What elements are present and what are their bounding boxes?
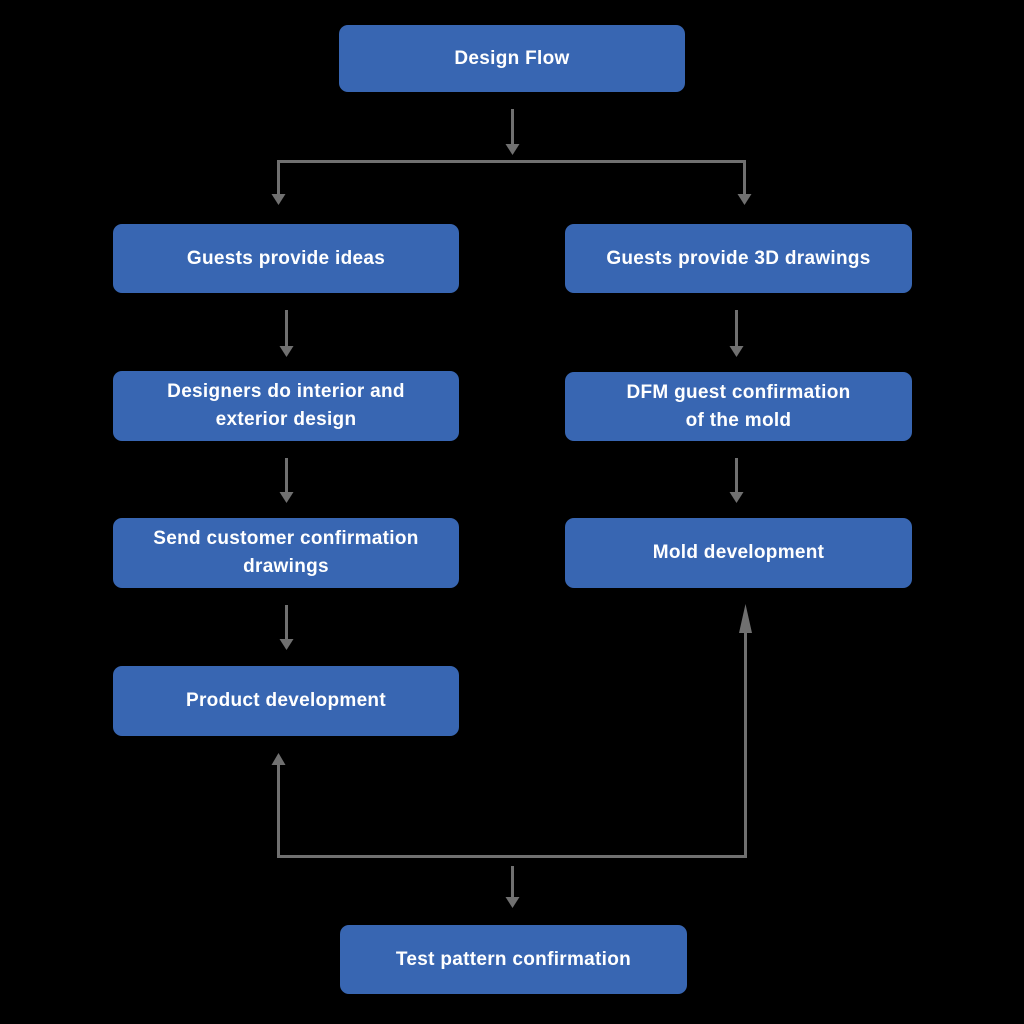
edge-designers-to-send-drawings xyxy=(279,458,294,503)
node-label: Mold development xyxy=(652,542,825,563)
edge-junction-to-mold-dev xyxy=(739,604,752,858)
node-mold-development: Mold development xyxy=(565,518,912,588)
node-design-flow: Design Flow xyxy=(339,25,685,92)
edge-dfm-to-mold-dev xyxy=(729,458,744,503)
node-product-development: Product development xyxy=(113,666,459,736)
node-label: Design Flow xyxy=(454,47,570,69)
node-guests-provide-3d-drawings: Guests provide 3D drawings xyxy=(565,224,912,293)
arrowhead-down xyxy=(505,897,520,908)
edge-guests-ideas-to-designers xyxy=(279,310,294,357)
node-label: Product development xyxy=(186,690,386,711)
arrowhead-down xyxy=(729,492,744,503)
arrowhead-down xyxy=(279,346,294,357)
node-send-customer-confirmation-drawings: Send customer confirmation drawings xyxy=(113,518,459,588)
node-label: DFM guest confirmation xyxy=(626,381,851,403)
arrowhead-down xyxy=(505,144,520,155)
node-label: Test pattern confirmation xyxy=(395,948,632,970)
node-label: Designers do interior and xyxy=(167,381,405,402)
arrowhead-down xyxy=(737,194,752,205)
edge-design-flow-to-split xyxy=(505,109,520,155)
node-label: exterior design xyxy=(215,409,357,430)
arrowhead-down xyxy=(279,639,294,650)
node-designers-interior-exterior-design: Designers do interior and exterior desig… xyxy=(113,371,459,441)
edge-guests-3d-to-dfm xyxy=(729,310,744,357)
arrowhead-down xyxy=(271,194,286,205)
node-label: Send customer confirmation xyxy=(153,528,419,549)
edge-send-drawings-to-product-dev xyxy=(279,605,294,650)
arrowhead-down xyxy=(279,492,294,503)
edge-split-to-guests-ideas xyxy=(271,160,286,205)
node-label: Guests provide ideas xyxy=(186,247,386,269)
edge-junction-to-test-pattern xyxy=(505,866,520,908)
node-test-pattern-confirmation: Test pattern confirmation xyxy=(340,925,687,994)
edge-split-to-guests-3d xyxy=(737,160,752,205)
node-label: Guests provide 3D drawings xyxy=(606,247,871,269)
edge-junction-to-product-dev xyxy=(271,753,286,858)
arrowhead-down xyxy=(729,346,744,357)
node-dfm-guest-confirmation: DFM guest confirmation of the mold xyxy=(565,372,912,441)
arrowhead-up xyxy=(271,753,286,765)
node-guests-provide-ideas: Guests provide ideas xyxy=(113,224,459,293)
node-label: of the mold xyxy=(685,409,792,431)
node-label: drawings xyxy=(243,556,329,577)
arrowhead-up xyxy=(739,604,752,633)
